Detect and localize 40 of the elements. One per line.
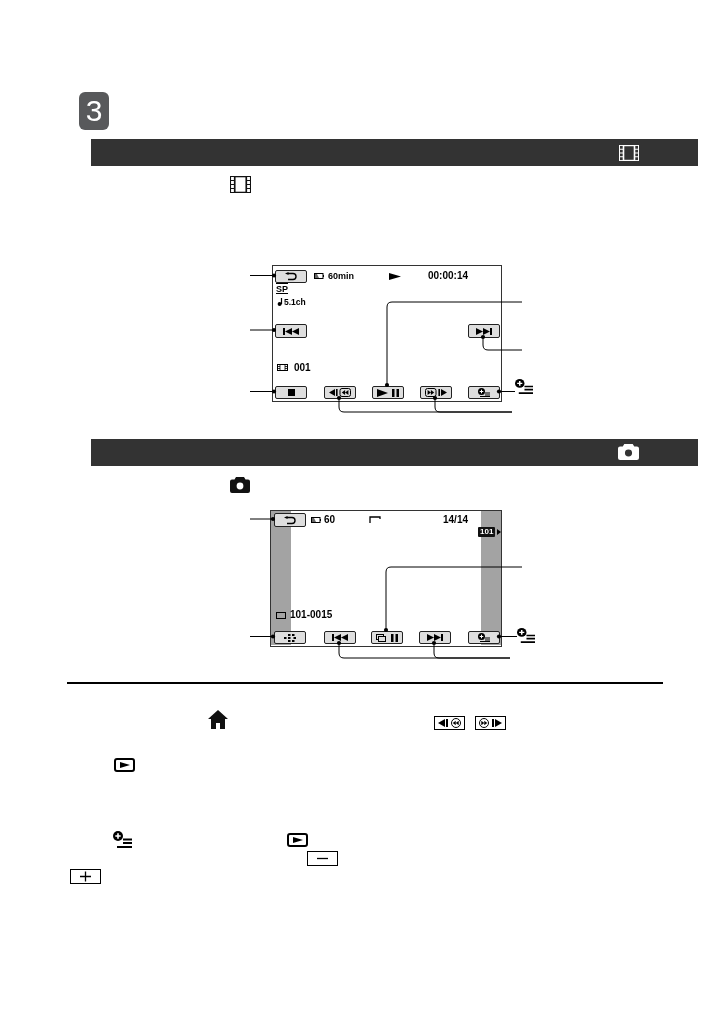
leader-line — [384, 301, 523, 388]
scene-number: 001 — [294, 363, 311, 373]
audio-channel-label: 5.1ch — [284, 298, 306, 307]
frame-forward-button — [420, 386, 452, 399]
leader-line — [432, 395, 513, 413]
plus-menu-icon — [517, 628, 535, 643]
plus-menu-icon — [515, 379, 533, 394]
next-button — [468, 324, 500, 338]
option-button — [468, 631, 500, 644]
leader-line — [383, 566, 523, 633]
leader-line — [249, 634, 276, 639]
lcd-screen — [272, 265, 502, 402]
leader-line — [249, 516, 276, 522]
image-counter: 14/14 — [443, 515, 469, 525]
play-pause-button — [372, 386, 404, 399]
lcd-screen — [270, 510, 502, 647]
frame-back-button — [324, 386, 356, 399]
time-counter: 00:00:14 — [428, 271, 469, 281]
next-button — [419, 631, 451, 644]
recording-mode-label: SP — [276, 285, 288, 294]
battery-time-label: 60min — [328, 272, 354, 281]
back-button — [275, 270, 307, 283]
leader-line — [249, 389, 277, 394]
leader-line — [496, 634, 518, 639]
leader-line — [249, 327, 277, 333]
leader-line — [496, 389, 516, 394]
step-number-badge: 3 — [79, 92, 109, 130]
option-button — [468, 386, 500, 399]
file-number: 101-0015 — [290, 610, 333, 620]
back-button — [274, 513, 306, 527]
leader-line — [480, 334, 523, 351]
battery-time-label: 60 — [324, 515, 336, 525]
index-button — [274, 631, 306, 644]
folder-number: 101 — [478, 527, 496, 537]
previous-button — [324, 631, 356, 644]
previous-button — [275, 324, 307, 338]
stop-button — [275, 386, 307, 399]
slideshow-button — [371, 631, 403, 644]
leader-line — [431, 640, 511, 659]
leader-line — [249, 273, 277, 278]
